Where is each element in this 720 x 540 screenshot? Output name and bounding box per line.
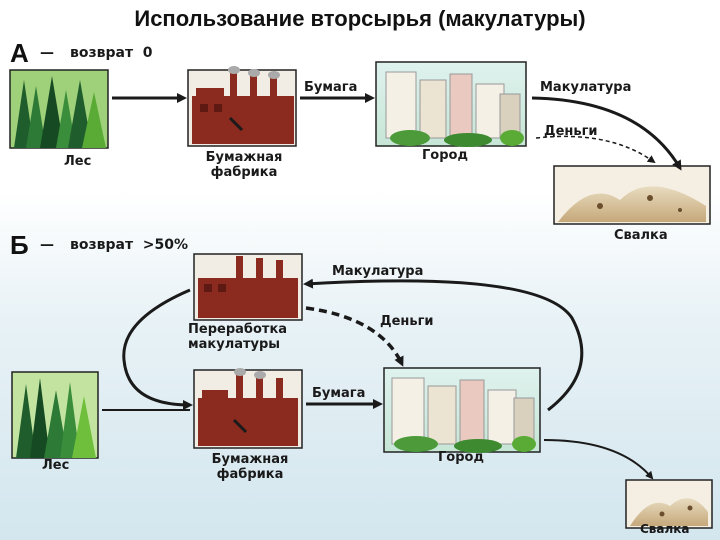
paper-factory-label-b-line1: Бумажная [211,452,289,467]
recycling-plant-image [193,253,303,321]
loop-arrow-city-to-recycling [303,278,584,412]
recycling-label: Переработка макулатуры [188,322,287,352]
scheme-a-return-label: возврат 0 [70,45,153,61]
paper-factory-label-b: Бумажная фабрика [200,452,300,482]
paper-factory-label-a-line1: Бумажная [205,150,283,165]
recycling-label-line2: макулатуры [188,337,281,352]
paper-factory-image-a [187,66,297,147]
paper-label-b: Бумага [312,386,366,401]
city-label-b: Город [438,450,484,465]
forest-label-a: Лес [64,154,92,169]
city-label-a: Город [422,148,468,163]
waste-paper-label-a: Макулатура [540,80,632,95]
landfill-label-b: Свалка [640,522,690,536]
paper-factory-label-a-line2: фабрика [210,165,278,180]
dashed-money-arrow-a [535,135,656,164]
forest-label-b: Лес [42,458,70,473]
diagram-title: Использование вторсырья (макулатуры) [134,6,586,31]
arrow-city-to-landfill-b [543,439,654,480]
forest-image-b [11,371,99,459]
scheme-b-dash: — [40,237,54,253]
dashed-money-arrow-b [305,306,404,367]
scheme-a-letter: А [10,38,29,68]
landfill-label-a: Свалка [614,228,668,243]
scheme-b-letter: Б [10,230,29,260]
landfill-image-a [553,165,711,225]
paper-factory-label-b-line2: фабрика [216,467,284,482]
paper-factory-label-a: Бумажная фабрика [194,150,294,180]
scheme-b-return-label: возврат >50% [70,237,189,253]
landfill-image-b [625,479,713,529]
city-image-a [375,61,527,147]
paper-factory-image-b [193,368,303,449]
recycling-label-line1: Переработка [188,322,288,337]
arrow-city-to-landfill-a [531,96,682,171]
city-image-b [383,367,541,453]
scheme-a-dash: — [40,45,54,61]
loop-arrow-recycling-to-factory [122,288,193,410]
money-label-b: Деньги [380,314,434,329]
waste-paper-label-b: Макулатура [332,264,424,279]
forest-image-a [9,69,109,149]
money-label-a: Деньги [544,124,598,139]
paper-label-a: Бумага [304,80,358,95]
